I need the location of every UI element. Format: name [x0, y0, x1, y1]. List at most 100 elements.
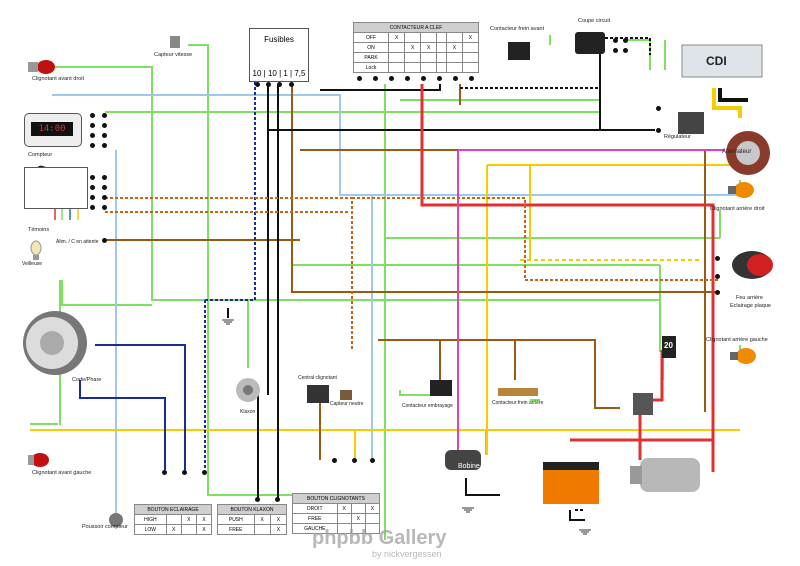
ground-symbol-3	[579, 529, 591, 535]
key-row: PARK	[352, 52, 480, 63]
connector-dot	[102, 195, 107, 200]
label-warning-lights: Témoins	[28, 227, 50, 233]
blue-wire-high	[95, 344, 186, 470]
coil-icon	[445, 450, 481, 470]
green-wire-headlight	[61, 280, 152, 306]
connector-dot	[102, 133, 107, 138]
turn-row: GAUCHE	[292, 523, 381, 534]
starter-relay-icon	[633, 393, 653, 415]
counter-box: 14:00	[24, 113, 82, 147]
blue-wires	[79, 38, 256, 470]
label-speed-sensor: Capteur vitesse	[154, 52, 193, 58]
connector-dot	[623, 38, 628, 43]
connector-dot	[102, 113, 107, 118]
counter-button-icon	[109, 513, 123, 527]
connector-dot	[255, 497, 260, 502]
black-wires	[227, 40, 655, 521]
connector-dot	[275, 497, 280, 502]
ground-symbol-2	[462, 507, 474, 513]
connector-dot	[370, 458, 375, 463]
front-brake-switch-icon	[508, 42, 530, 60]
yellow-wires	[30, 164, 740, 460]
connector-dot	[90, 195, 95, 200]
lightblue-wire-upper	[52, 94, 740, 196]
horn-switch-title: BOUTON KLAXON	[217, 504, 287, 515]
label-front-left-indicator: Clignotant avant gauche	[32, 470, 92, 476]
connector-dot	[421, 76, 426, 81]
connector-dot	[102, 143, 107, 148]
connector-dot	[90, 175, 95, 180]
green-wire-kill-switch	[625, 39, 651, 70]
clutch-switch-icon	[430, 380, 452, 396]
label-headlight: Code/Phare	[72, 377, 102, 383]
connector-dot	[289, 82, 294, 87]
connector-dot	[202, 470, 207, 475]
neutral-sensor-icon	[340, 390, 352, 400]
orange-wire-warning	[105, 197, 353, 350]
connector-dot	[277, 82, 282, 87]
headlight-icon	[23, 311, 87, 375]
connector-dot	[182, 470, 187, 475]
green-wire-front-right-indicator	[52, 66, 660, 301]
night-light-icon	[30, 240, 42, 260]
connector-dot	[613, 38, 618, 43]
label-rear-brake-switch: Contacteur frein arrière	[492, 400, 544, 406]
red-wire-main	[420, 84, 715, 472]
label-regulator: Régulateur	[664, 134, 691, 140]
lightblue-wires	[52, 94, 740, 520]
connector-dot	[102, 238, 107, 243]
black-wire-regulator	[267, 85, 655, 131]
watermark-sub: by nickvergessen	[372, 549, 442, 559]
lighting-switch-title: BOUTON ECLAIRAGE	[134, 504, 212, 515]
connector-dot	[352, 458, 357, 463]
fuse-20-icon	[662, 336, 676, 358]
label-night-light: Veilleuse	[22, 261, 43, 267]
connector-dot	[715, 290, 720, 295]
kill-switch-icon	[575, 32, 605, 54]
label-horn: Klaxon	[240, 409, 256, 415]
label-alternator: Alternateur	[722, 149, 752, 155]
key-row: Lock	[352, 62, 480, 73]
connector-dot	[715, 256, 720, 261]
connector-dot	[613, 48, 618, 53]
label-counter: Compteur	[28, 152, 53, 158]
connector-dot	[102, 185, 107, 190]
brown-wire-main	[291, 85, 720, 293]
label-rear-left-indicator: Clignotant arrière gauche	[706, 337, 768, 343]
connector-dot	[715, 274, 720, 279]
fuse-box-title: Fusibles	[264, 35, 294, 44]
connector-dot	[389, 76, 394, 81]
watermark: phpbb Gallery	[312, 527, 447, 549]
rear-left-indicator-icon	[730, 348, 756, 364]
connector-dot	[656, 106, 661, 111]
ground-symbols	[222, 319, 591, 535]
connector-dot	[90, 113, 95, 118]
blue-dashed-wire	[205, 38, 256, 301]
green-wires	[30, 35, 741, 540]
connector-dot	[469, 76, 474, 81]
connector-dot	[373, 76, 378, 81]
counter-display: 14:00	[31, 122, 73, 136]
label-front-right-indicator: Clignotant avant droit	[32, 76, 84, 82]
connector-dot	[90, 205, 95, 210]
warning-lights-box	[24, 167, 88, 209]
speed-sensor-icon	[170, 36, 180, 48]
connector-dot	[453, 76, 458, 81]
connector-dot	[102, 123, 107, 128]
connector-dot	[90, 185, 95, 190]
connector-dot	[162, 470, 167, 475]
label-rear-right-indicator: Clignotant arrière droit	[710, 206, 765, 212]
connector-dot	[357, 76, 362, 81]
green-wire-clutch	[399, 390, 430, 396]
fuse-box: Fusibles 10 | 10 | 1 | 7,5	[249, 28, 309, 82]
connector-dot	[623, 48, 628, 53]
label-clutch-switch: Contacteur embrayage	[402, 403, 453, 409]
